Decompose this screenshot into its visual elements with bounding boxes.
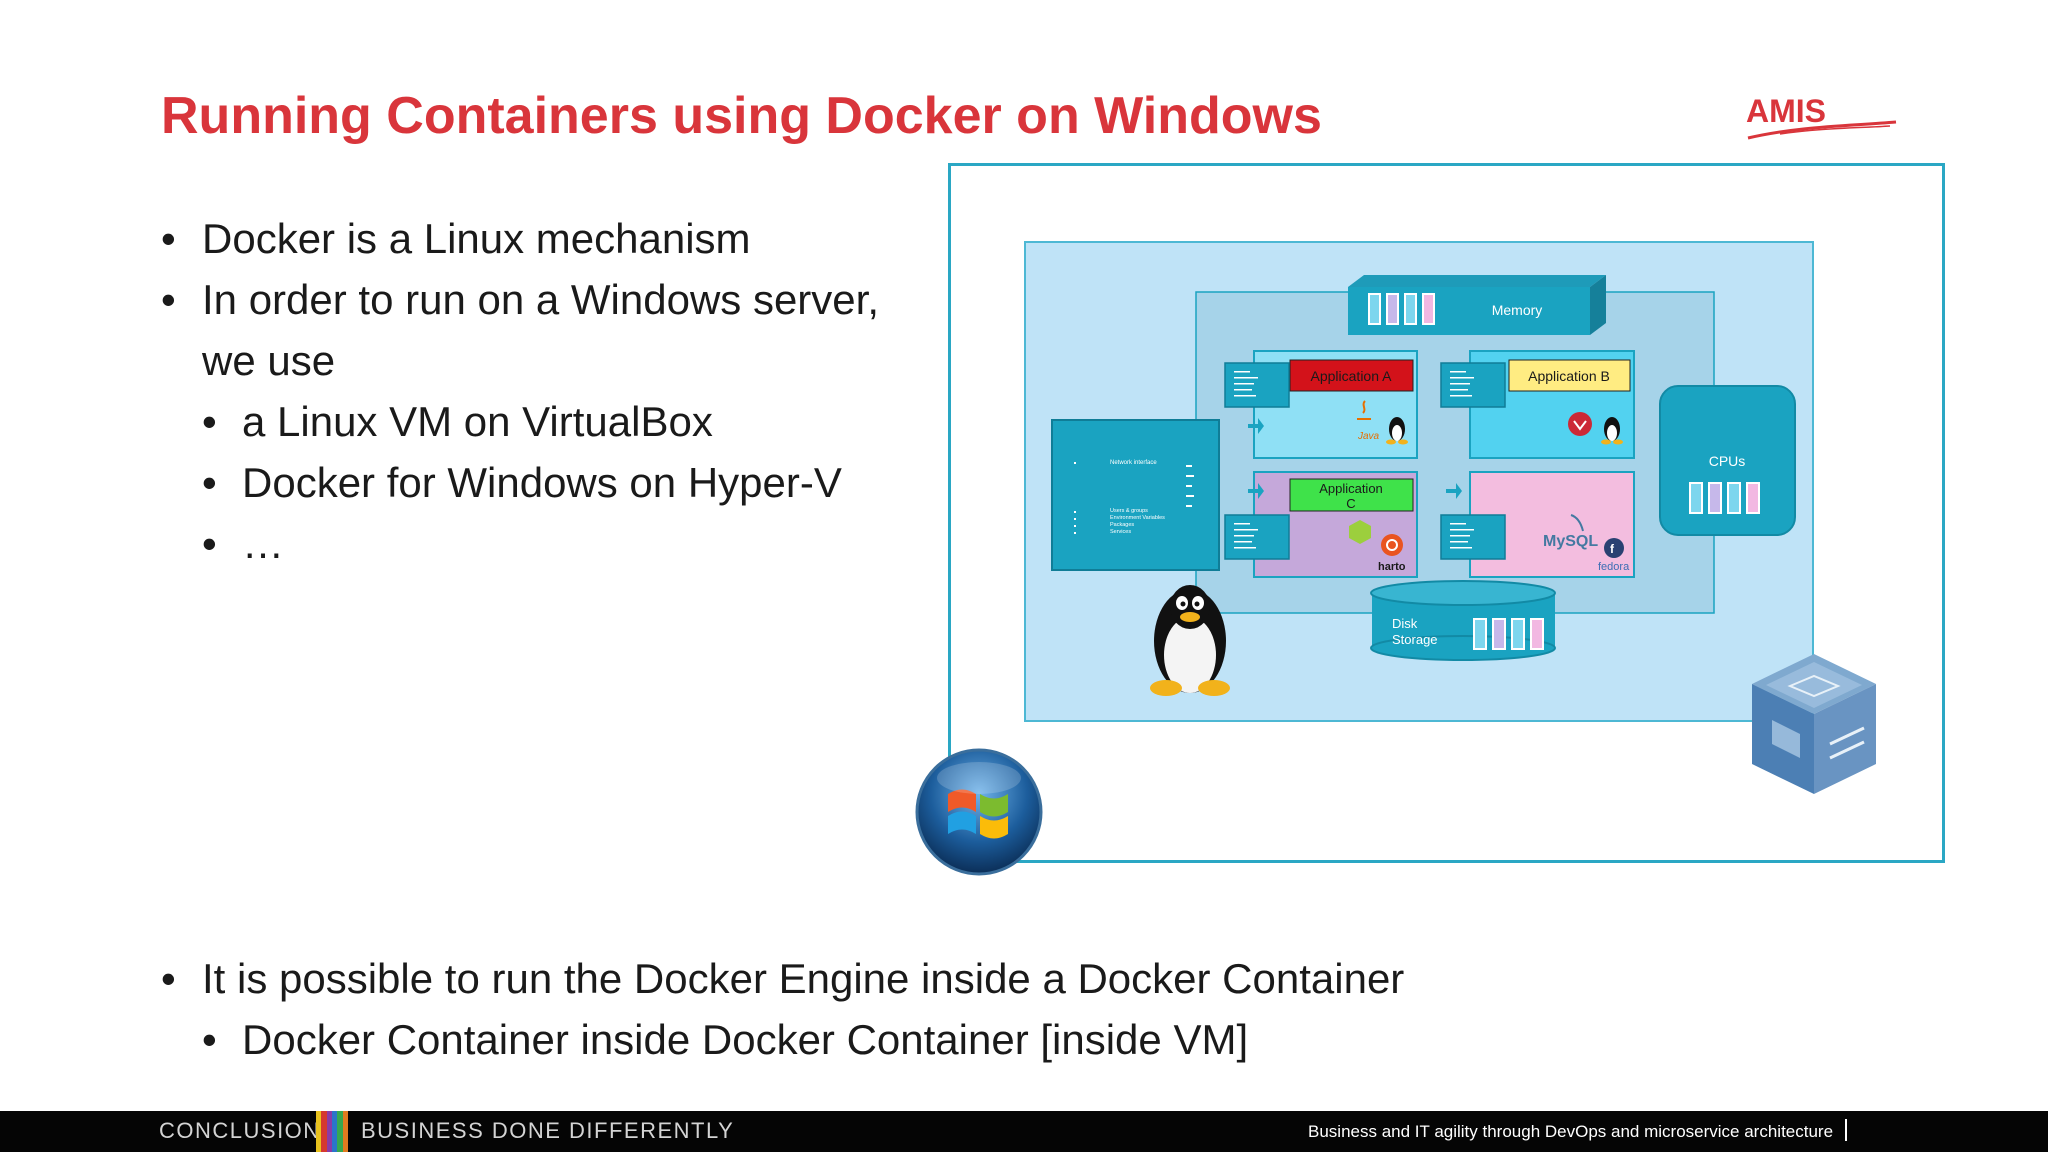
stripe-segment xyxy=(326,1111,332,1152)
virtualbox-logo-icon xyxy=(1752,654,1876,794)
bullet-item: • In order to run on a Windows server, xyxy=(161,269,921,330)
app-c-label-1: Application xyxy=(1319,481,1383,496)
bullet-text: Docker is a Linux mechanism xyxy=(202,215,751,262)
bullet-text: It is possible to run the Docker Engine … xyxy=(202,955,1405,1002)
disk-storage: Disk Storage xyxy=(1370,580,1556,661)
footer-color-stripe xyxy=(316,1111,348,1152)
stripe-segment xyxy=(321,1111,327,1152)
bullet-item: • Docker is a Linux mechanism xyxy=(161,208,921,269)
windows-logo-icon xyxy=(915,748,1043,876)
stripe-segment xyxy=(331,1111,338,1152)
disk-label-2: Storage xyxy=(1392,632,1438,647)
bullet-text: In order to run on a Windows server, xyxy=(202,276,879,323)
app-c-label-2: C xyxy=(1346,496,1355,511)
java-label: Java xyxy=(1357,431,1380,442)
footer-divider xyxy=(1845,1119,1847,1141)
stripe-segment xyxy=(342,1111,348,1152)
sub-bullet-item: • Docker Container inside Docker Contain… xyxy=(161,1009,1561,1070)
memory-label: Memory xyxy=(1492,302,1543,318)
cpus-label: CPUs xyxy=(1709,453,1746,469)
bullet-list-bottom: • It is possible to run the Docker Engin… xyxy=(161,948,1561,1070)
container-mysql: MySQL f fedora xyxy=(1440,471,1635,578)
bullet-dot: • xyxy=(202,398,217,445)
app-a-label: Application A xyxy=(1311,368,1393,384)
bullet-dot: • xyxy=(161,215,176,262)
bullet-text: Docker for Windows on Hyper-V xyxy=(242,459,842,506)
bullet-continuation: we use xyxy=(202,337,336,384)
stripe-segment xyxy=(316,1111,322,1152)
svg-text:Network interface: Network interface xyxy=(1110,460,1157,466)
bullet-dot: • xyxy=(161,955,176,1002)
tux-mini-icon xyxy=(1601,417,1623,445)
svg-text:Packages: Packages xyxy=(1110,522,1134,528)
mysql-label: MySQL xyxy=(1543,533,1598,550)
svg-text:Environment Variables: Environment Variables xyxy=(1110,515,1165,521)
svg-text:Users & groups: Users & groups xyxy=(1110,508,1148,514)
container-app-a: Application A Java xyxy=(1224,350,1418,459)
amis-logo: AMIS xyxy=(1746,93,1897,140)
memory-block: Memory xyxy=(1348,275,1606,335)
slide-title: Running Containers using Docker on Windo… xyxy=(161,87,1322,145)
bullet-text: a Linux VM on VirtualBox xyxy=(242,398,713,445)
fedora-label: fedora xyxy=(1598,561,1630,573)
bullet-item: • It is possible to run the Docker Engin… xyxy=(161,948,1561,1009)
bullet-dot: • xyxy=(202,520,217,567)
footer-bar: CONCLUSION BUSINESS DONE DIFFERENTLY Bus… xyxy=(0,1111,2048,1152)
app-b-label: Application B xyxy=(1528,368,1610,384)
svg-text:Services: Services xyxy=(1110,529,1131,535)
sub-bullet-item: • a Linux VM on VirtualBox xyxy=(161,391,921,452)
sub-bullet-item: • … xyxy=(161,513,921,574)
tux-mini-icon xyxy=(1386,417,1408,445)
container-app-b: Application B xyxy=(1440,350,1635,459)
bullet-dot: • xyxy=(161,276,176,323)
vm-diagram: Memory CPUs Network interface Users & gr… xyxy=(1024,241,1814,722)
network-panel: Network interface Users & groups Environ… xyxy=(1051,419,1220,571)
container-app-c: Application C harto xyxy=(1224,471,1418,578)
footer-tagline: Business and IT agility through DevOps a… xyxy=(1308,1122,1834,1141)
footer-right-text: BUSINESS DONE DIFFERENTLY xyxy=(361,1118,735,1143)
svg-text:f: f xyxy=(1610,542,1615,556)
bullet-text: … xyxy=(242,520,284,567)
bullet-dot: • xyxy=(202,459,217,506)
sub-bullet-item: • Docker for Windows on Hyper-V xyxy=(161,452,921,513)
svg-text:AMIS: AMIS xyxy=(1746,93,1826,129)
bullet-dot: • xyxy=(202,1016,217,1063)
bullet-list-top: • Docker is a Linux mechanism • In order… xyxy=(161,208,921,574)
bullet-text: Docker Container inside Docker Container… xyxy=(242,1016,1249,1063)
stripe-segment xyxy=(337,1111,343,1152)
cpu-block: CPUs xyxy=(1659,385,1796,536)
tux-penguin-icon xyxy=(1150,585,1230,696)
disk-label-1: Disk xyxy=(1392,616,1418,631)
footer-left-text: CONCLUSION xyxy=(159,1118,321,1143)
haproxy-label: harto xyxy=(1378,561,1406,573)
